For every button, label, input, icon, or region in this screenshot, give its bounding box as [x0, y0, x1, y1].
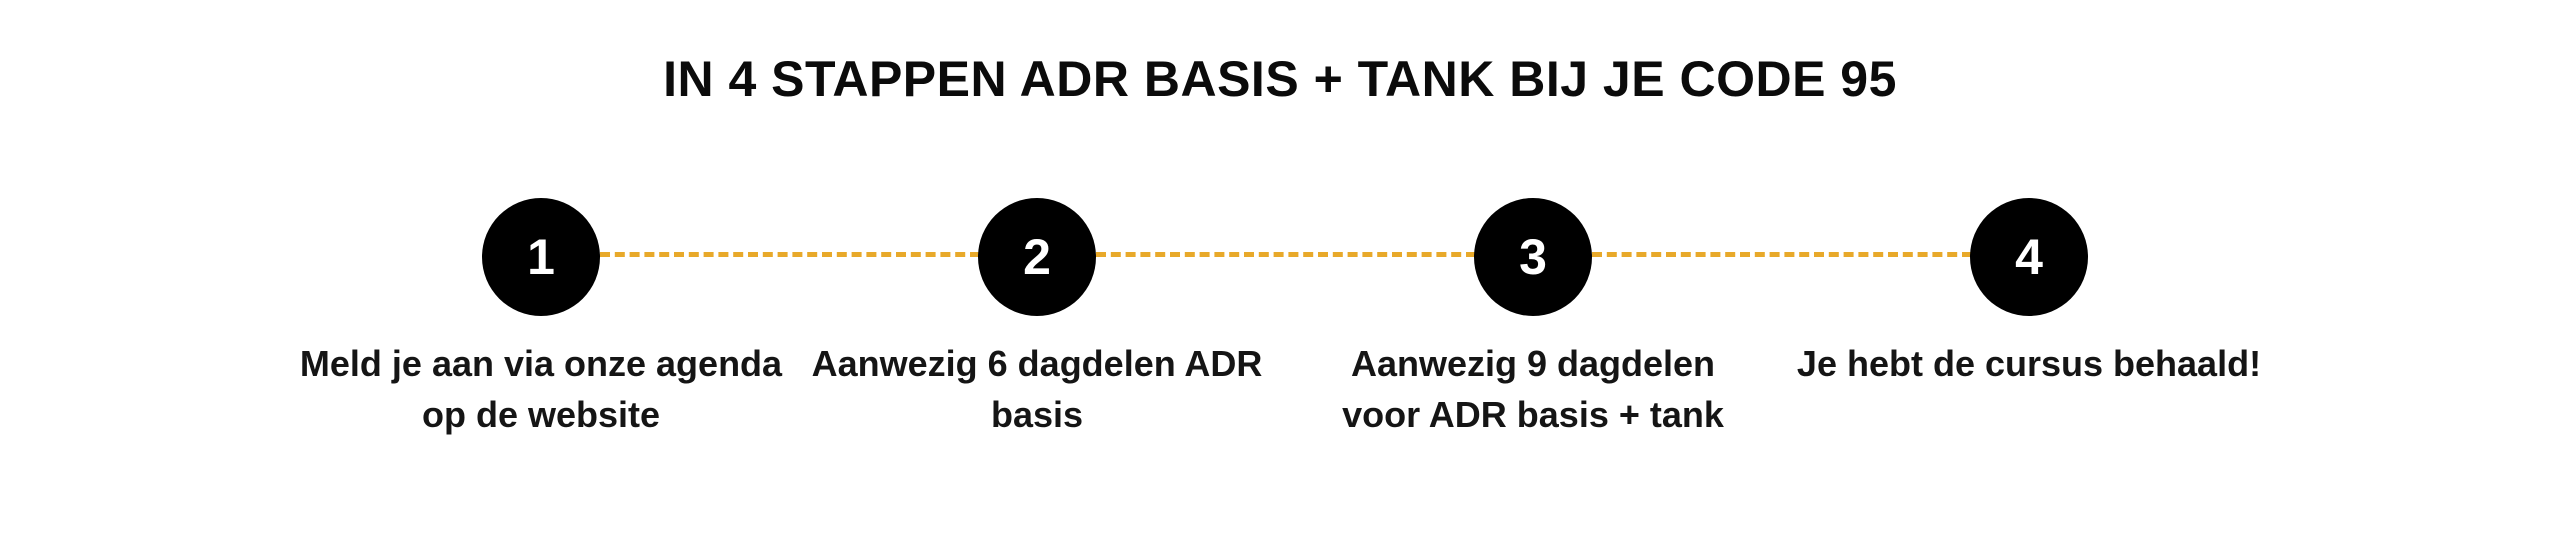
step-2: 2 Aanwezig 6 dagdelen ADR basis [777, 198, 1297, 440]
step-3: 3 Aanwezig 9 dagdelen voor ADR basis + t… [1273, 198, 1793, 440]
step-caption: Je hebt de cursus behaald! [1769, 338, 2289, 389]
step-number: 4 [2015, 229, 2043, 285]
step-number-circle: 2 [978, 198, 1096, 316]
step-caption-line: op de website [421, 394, 661, 435]
step-caption-line: Je hebt de cursus behaald! [1796, 343, 2262, 384]
connector-line-2-3 [1096, 252, 1476, 257]
step-caption: Aanwezig 6 dagdelen ADR basis [777, 338, 1297, 440]
page-title: IN 4 STAPPEN ADR BASIS + TANK BIJ JE COD… [663, 51, 1897, 107]
connector-line-1-2 [600, 252, 980, 257]
step-caption-line: Aanwezig 6 dagdelen ADR [811, 343, 1263, 384]
step-caption: Aanwezig 9 dagdelen voor ADR basis + tan… [1273, 338, 1793, 440]
step-4: 4 Je hebt de cursus behaald! [1769, 198, 2289, 389]
step-caption-line: Meld je aan via onze agenda [299, 343, 783, 384]
step-caption-line: voor ADR basis + tank [1342, 394, 1724, 435]
step-number: 2 [1023, 229, 1051, 285]
step-number-circle: 1 [482, 198, 600, 316]
step-number: 3 [1519, 229, 1547, 285]
step-caption: Meld je aan via onze agenda op de websit… [281, 338, 801, 440]
step-number: 1 [527, 229, 555, 285]
connector-line-3-4 [1592, 252, 1972, 257]
step-1: 1 Meld je aan via onze agenda op de webs… [281, 198, 801, 440]
step-number-circle: 3 [1474, 198, 1592, 316]
step-number-circle: 4 [1970, 198, 2088, 316]
step-caption-line: Aanwezig 9 dagdelen [1350, 343, 1716, 384]
step-caption-line: basis [990, 394, 1084, 435]
